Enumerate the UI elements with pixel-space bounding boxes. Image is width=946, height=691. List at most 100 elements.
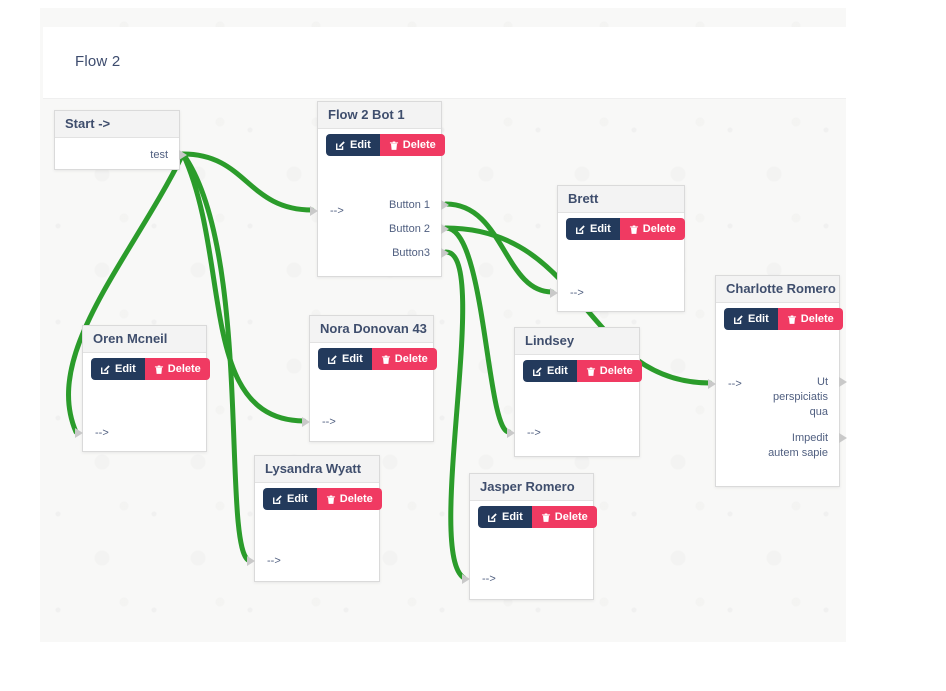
edit-button-label: Edit (748, 313, 769, 325)
input-label: --> (95, 427, 109, 439)
node-header-lindsey[interactable]: Lindsey (515, 328, 639, 355)
edit-button[interactable]: Edit (478, 506, 532, 528)
delete-button-label: Delete (402, 139, 436, 151)
delete-button[interactable]: Delete (144, 358, 210, 380)
edit-button[interactable]: Edit (91, 358, 145, 380)
output-connector[interactable] (441, 224, 449, 234)
delete-button[interactable]: Delete (777, 308, 843, 330)
connection-start-test-to-lysandra-in[interactable] (180, 151, 251, 563)
trash-icon (787, 314, 796, 324)
flow-title-bar: Flow 2 (43, 27, 846, 99)
edit-button[interactable]: Edit (523, 360, 577, 382)
delete-button[interactable]: Delete (316, 488, 382, 510)
input-connector[interactable] (75, 428, 83, 438)
input-connector[interactable] (550, 288, 558, 298)
node-actions: Edit Delete (724, 308, 843, 330)
node-header-lysandra[interactable]: Lysandra Wyatt (255, 456, 379, 483)
input-connector[interactable] (247, 556, 255, 566)
edit-button-label: Edit (342, 353, 363, 365)
edit-pencil-icon (533, 366, 542, 376)
input-connector[interactable] (302, 417, 310, 427)
delete-button[interactable]: Delete (379, 134, 445, 156)
output-label: Impedit autem sapie (768, 432, 828, 459)
trash-icon (586, 366, 595, 376)
edit-button[interactable]: Edit (263, 488, 317, 510)
edit-pencil-icon (576, 224, 585, 234)
edit-button-label: Edit (115, 363, 136, 375)
edit-button[interactable]: Edit (326, 134, 380, 156)
delete-button-label: Delete (394, 353, 428, 365)
trash-icon (326, 494, 335, 504)
node-nora[interactable]: Nora Donovan 43 Edit Delete --> (302, 315, 437, 442)
output-connector[interactable] (839, 377, 847, 387)
node-start[interactable]: Start -> test (54, 110, 187, 170)
input-label: --> (267, 555, 281, 567)
delete-button[interactable]: Delete (531, 506, 597, 528)
delete-button-label: Delete (800, 313, 834, 325)
node-header-nora[interactable]: Nora Donovan 43 (310, 316, 433, 343)
node-header-flow2bot1[interactable]: Flow 2 Bot 1 (318, 102, 441, 129)
node-actions: Edit Delete (566, 218, 685, 240)
node-header-brett[interactable]: Brett (558, 186, 684, 213)
delete-button-label: Delete (167, 363, 201, 375)
input-label: --> (527, 427, 541, 439)
input-connector[interactable] (462, 574, 470, 584)
node-actions: Edit Delete (523, 360, 642, 382)
connection-flow2bot1-button1-to-brett-in[interactable] (443, 201, 555, 295)
trash-icon (541, 512, 550, 522)
delete-button[interactable]: Delete (371, 348, 437, 370)
delete-button-label: Delete (554, 511, 588, 523)
connection-start-test-to-flow2bot1-in[interactable] (180, 151, 315, 213)
trash-icon (629, 224, 638, 234)
node-header-jasper[interactable]: Jasper Romero (470, 474, 593, 501)
trash-icon (154, 364, 163, 374)
output-connector[interactable] (441, 248, 449, 258)
output-connector[interactable] (441, 200, 449, 210)
input-label: --> (322, 416, 336, 428)
output-connector[interactable] (839, 433, 847, 443)
edit-button-label: Edit (502, 511, 523, 523)
node-flow2bot1[interactable]: Flow 2 Bot 1 Edit Delete --> Button 1 Button … (310, 101, 449, 277)
input-label: --> (570, 287, 584, 299)
output-label: Button 2 (389, 223, 430, 235)
edit-button[interactable]: Edit (318, 348, 372, 370)
edit-button[interactable]: Edit (724, 308, 778, 330)
input-label: --> (728, 378, 742, 390)
edit-button-label: Edit (547, 365, 568, 377)
edit-button-label: Edit (287, 493, 308, 505)
connection-start-test-to-oren-in[interactable] (66, 151, 186, 435)
node-actions: Edit Delete (326, 134, 445, 156)
delete-button-label: Delete (642, 223, 676, 235)
edit-pencil-icon (734, 314, 743, 324)
connection-flow2bot1-button3-to-jasper-in[interactable] (443, 249, 467, 581)
trash-icon (381, 354, 390, 364)
output-connector[interactable] (179, 150, 187, 160)
output-label: Button 1 (389, 199, 430, 211)
edit-pencil-icon (328, 354, 337, 364)
input-label: --> (330, 205, 344, 217)
output-label: Button3 (392, 247, 430, 259)
node-header-oren[interactable]: Oren Mcneil (83, 326, 206, 353)
edit-pencil-icon (101, 364, 110, 374)
input-connector[interactable] (708, 379, 716, 389)
input-connector[interactable] (310, 206, 318, 216)
input-label: --> (482, 573, 496, 585)
delete-button[interactable]: Delete (576, 360, 642, 382)
edit-button[interactable]: Edit (566, 218, 620, 240)
input-connector[interactable] (507, 428, 515, 438)
node-header-charlotte[interactable]: Charlotte Romero (716, 276, 839, 303)
output-label: test (150, 149, 168, 161)
node-header-start[interactable]: Start -> (55, 111, 179, 138)
node-actions: Edit Delete (318, 348, 437, 370)
delete-button[interactable]: Delete (619, 218, 685, 240)
connection-start-test-to-nora-in[interactable] (180, 151, 307, 424)
node-actions: Edit Delete (91, 358, 210, 380)
connection-flow2bot1-button2-to-lindsey-in[interactable] (443, 225, 512, 435)
